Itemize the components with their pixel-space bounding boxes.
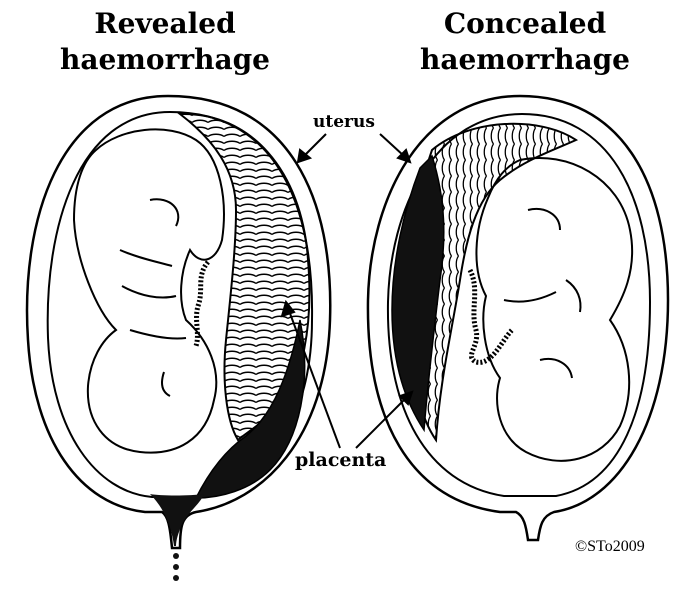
placenta-label: placenta xyxy=(295,449,386,471)
left-blood-at-cervix xyxy=(150,494,204,546)
revealed-title-line-2: haemorrhage xyxy=(40,42,290,78)
concealed-title-line-1: Concealed xyxy=(400,6,650,42)
concealed-haemorrhage-title: Concealed haemorrhage xyxy=(400,6,650,78)
left-blood-drop-2 xyxy=(173,564,179,570)
left-uterus xyxy=(27,96,330,581)
left-fetus xyxy=(74,129,224,452)
right-uterus xyxy=(368,96,668,540)
right-fetus xyxy=(476,158,632,461)
uterus-arrows xyxy=(298,134,410,162)
uterus-label: uterus xyxy=(313,112,375,132)
uterus-arrow-left xyxy=(304,134,326,156)
uterus-arrow-right xyxy=(380,134,404,156)
copyright-label: ©STo2009 xyxy=(575,538,645,556)
left-umbilical-cord xyxy=(196,262,208,346)
left-blood-drop-3 xyxy=(173,575,179,581)
left-blood-drop-1 xyxy=(173,553,179,559)
placenta-arrow-right xyxy=(356,396,408,448)
concealed-title-line-2: haemorrhage xyxy=(400,42,650,78)
right-umbilical-cord xyxy=(470,270,512,362)
revealed-haemorrhage-title: Revealed haemorrhage xyxy=(40,6,290,78)
revealed-title-line-1: Revealed xyxy=(40,6,290,42)
